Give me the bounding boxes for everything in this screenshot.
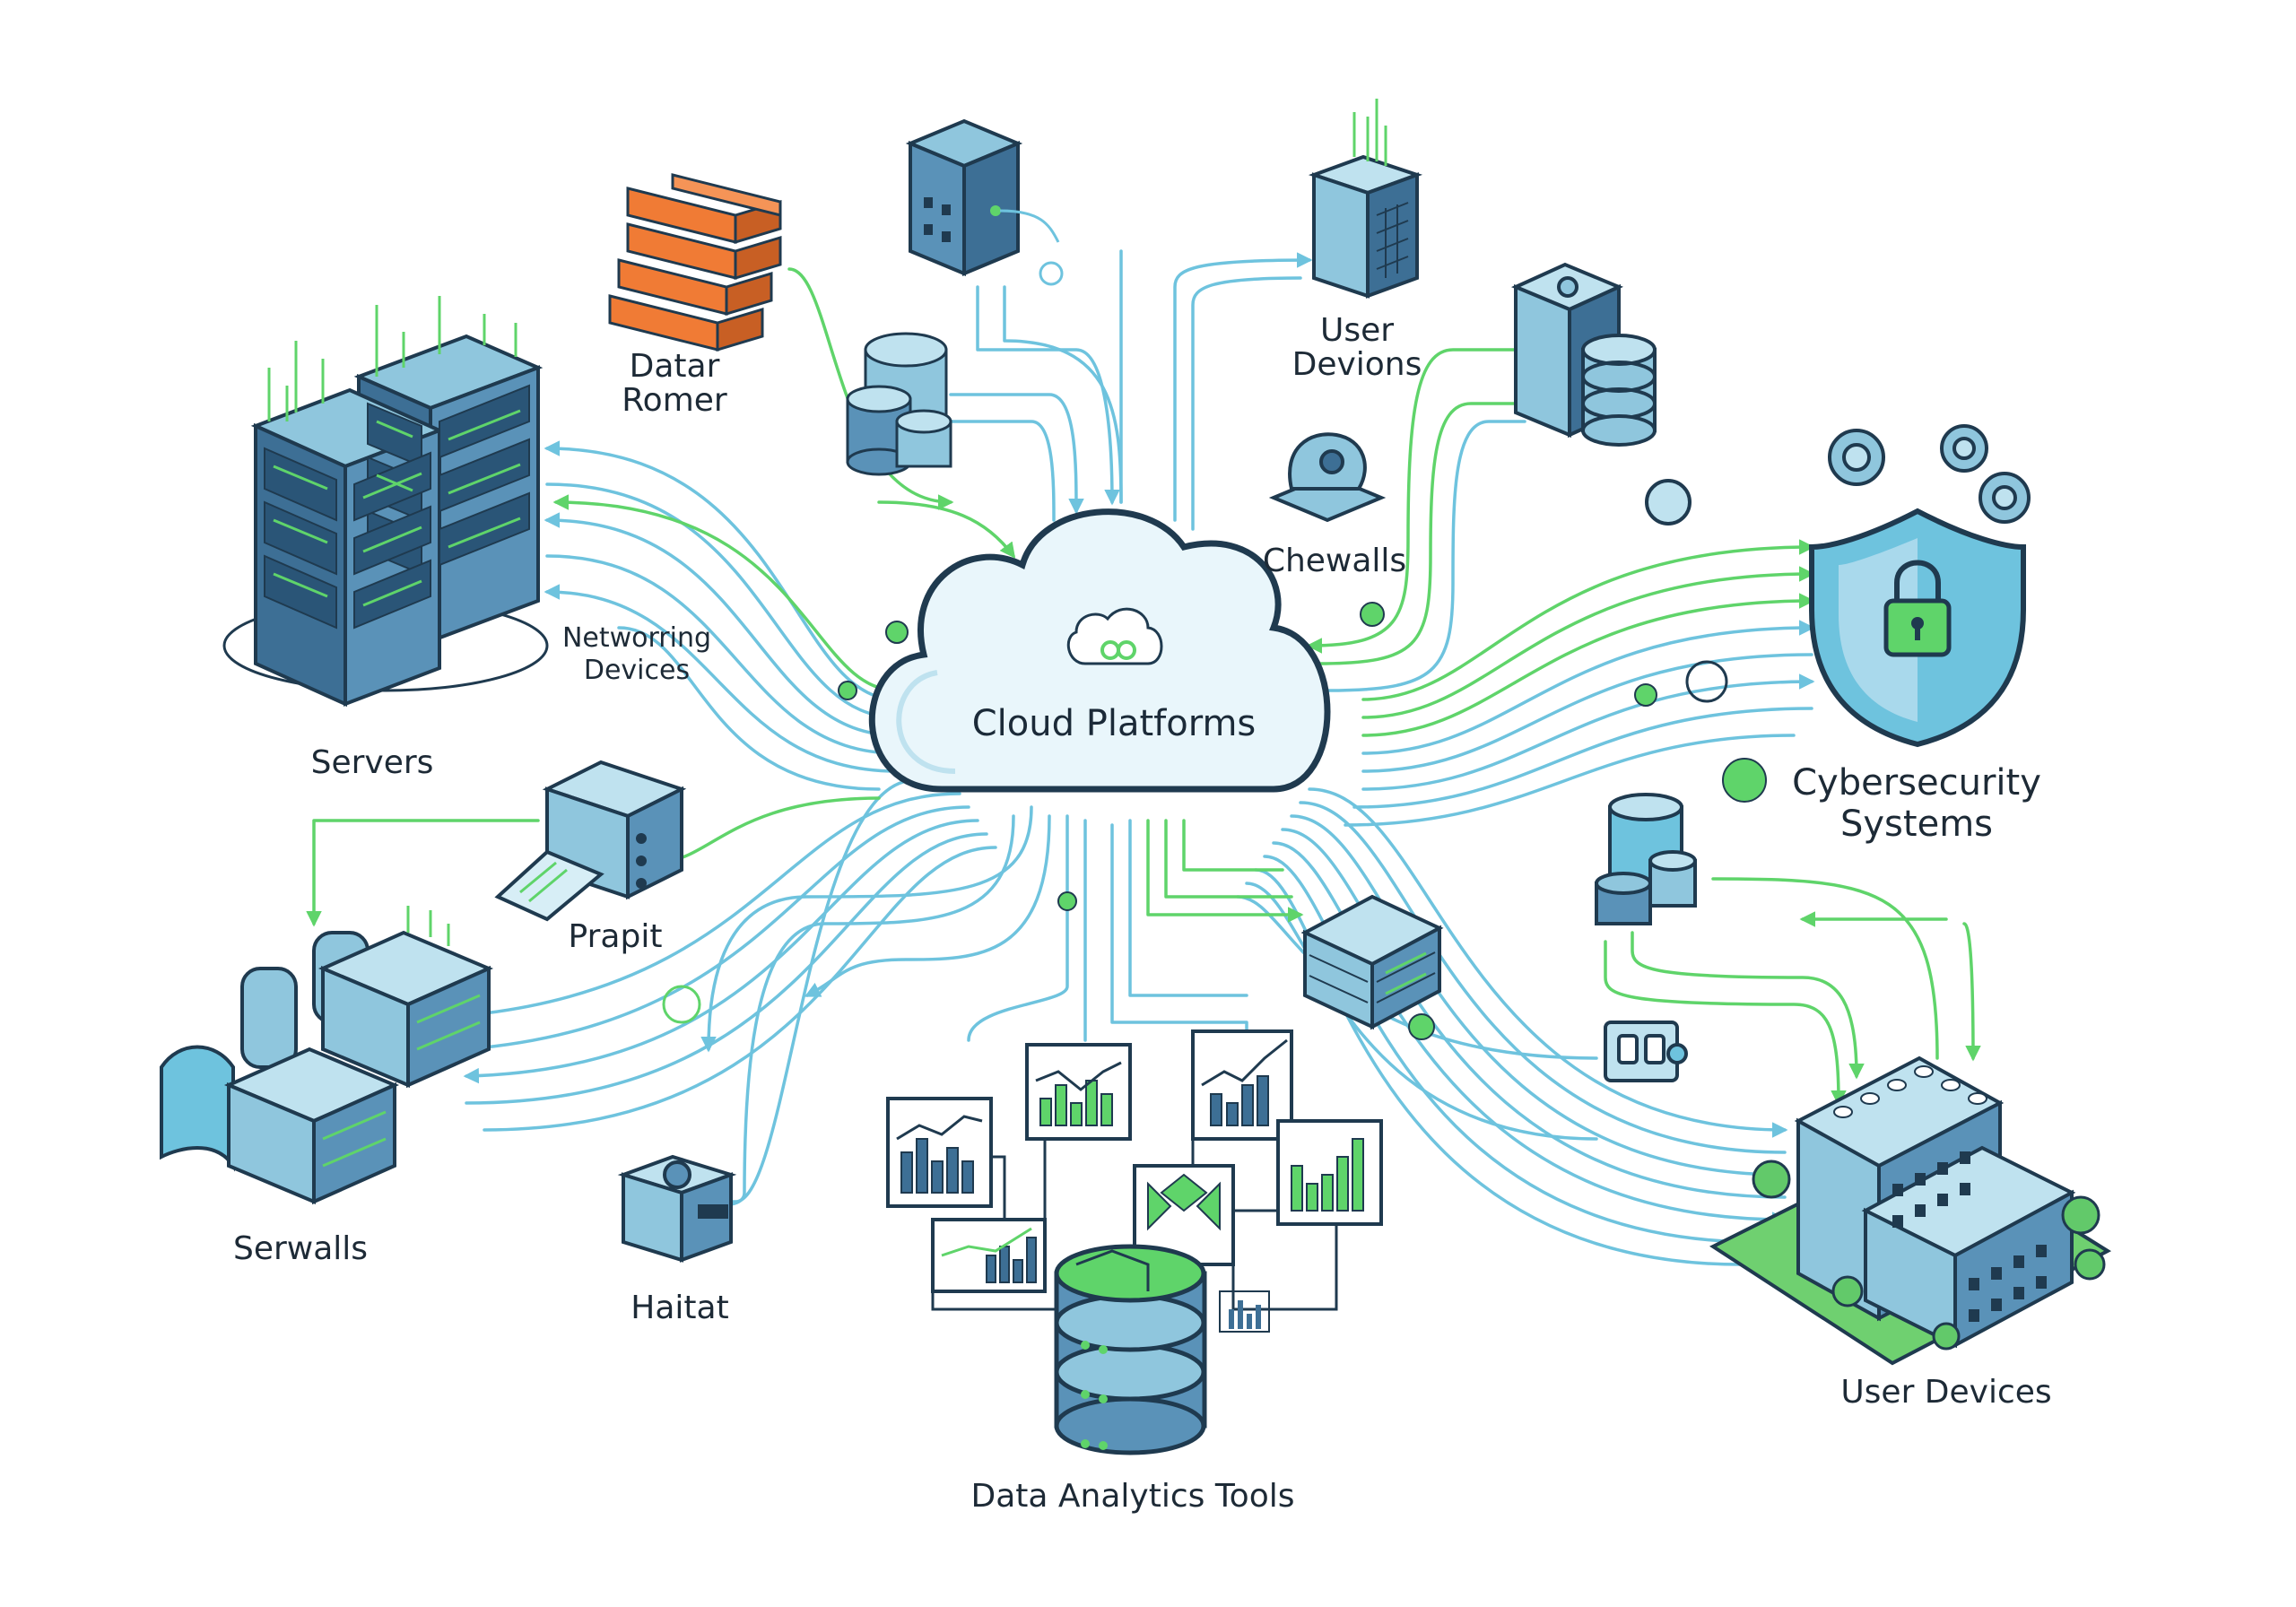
servers-label: Servers — [310, 744, 434, 781]
printer-icon — [494, 760, 687, 922]
cloud-platforms-label: Cloud Platforms — [971, 703, 1257, 744]
cloud-platforms-icon — [868, 508, 1331, 793]
user-devices-label: User Devices — [1840, 1374, 2052, 1411]
analytics-chart-icon — [886, 1029, 1383, 1333]
database-cluster-icon — [846, 332, 952, 476]
server-pods-icon — [160, 906, 494, 1205]
data-analytics-tools-label: Data Analytics Tools — [970, 1478, 1295, 1515]
gears-icon — [1645, 424, 2031, 526]
control-panel-icon — [1604, 1021, 1688, 1082]
connector-lines — [306, 249, 1981, 1266]
leaf-icon — [838, 602, 1767, 1040]
chewalls-label: Chewalls — [1262, 543, 1407, 579]
switch-box-icon — [1300, 894, 1444, 1030]
building-node-icon — [905, 118, 1064, 286]
prapit-label: Prapit — [568, 918, 663, 955]
gear-node-icon — [1268, 432, 1387, 523]
server-rack-icon — [222, 296, 549, 708]
cybersecurity-systems-label: Cybersecurity Systems — [1792, 762, 2041, 845]
networking-devices-label: Networring Devices — [561, 622, 712, 686]
haitat-label: Haitat — [631, 1290, 729, 1326]
sync-icon — [662, 660, 1728, 1024]
datar-romer-label: Datar Romer — [622, 348, 727, 419]
user-devions-label: User Devions — [1292, 312, 1422, 383]
tall-device-icon — [1308, 99, 1423, 299]
serwalls-label: Serwalls — [232, 1230, 369, 1267]
office-building-icon — [1709, 1055, 2112, 1366]
orange-rack-icon — [608, 173, 782, 352]
database-stack-icon — [1054, 1244, 1207, 1455]
camera-device-icon — [617, 1154, 737, 1263]
shield-lock-icon — [1809, 508, 2026, 748]
storage-tanks-icon — [1595, 793, 1697, 925]
database-server-icon — [1510, 262, 1657, 447]
